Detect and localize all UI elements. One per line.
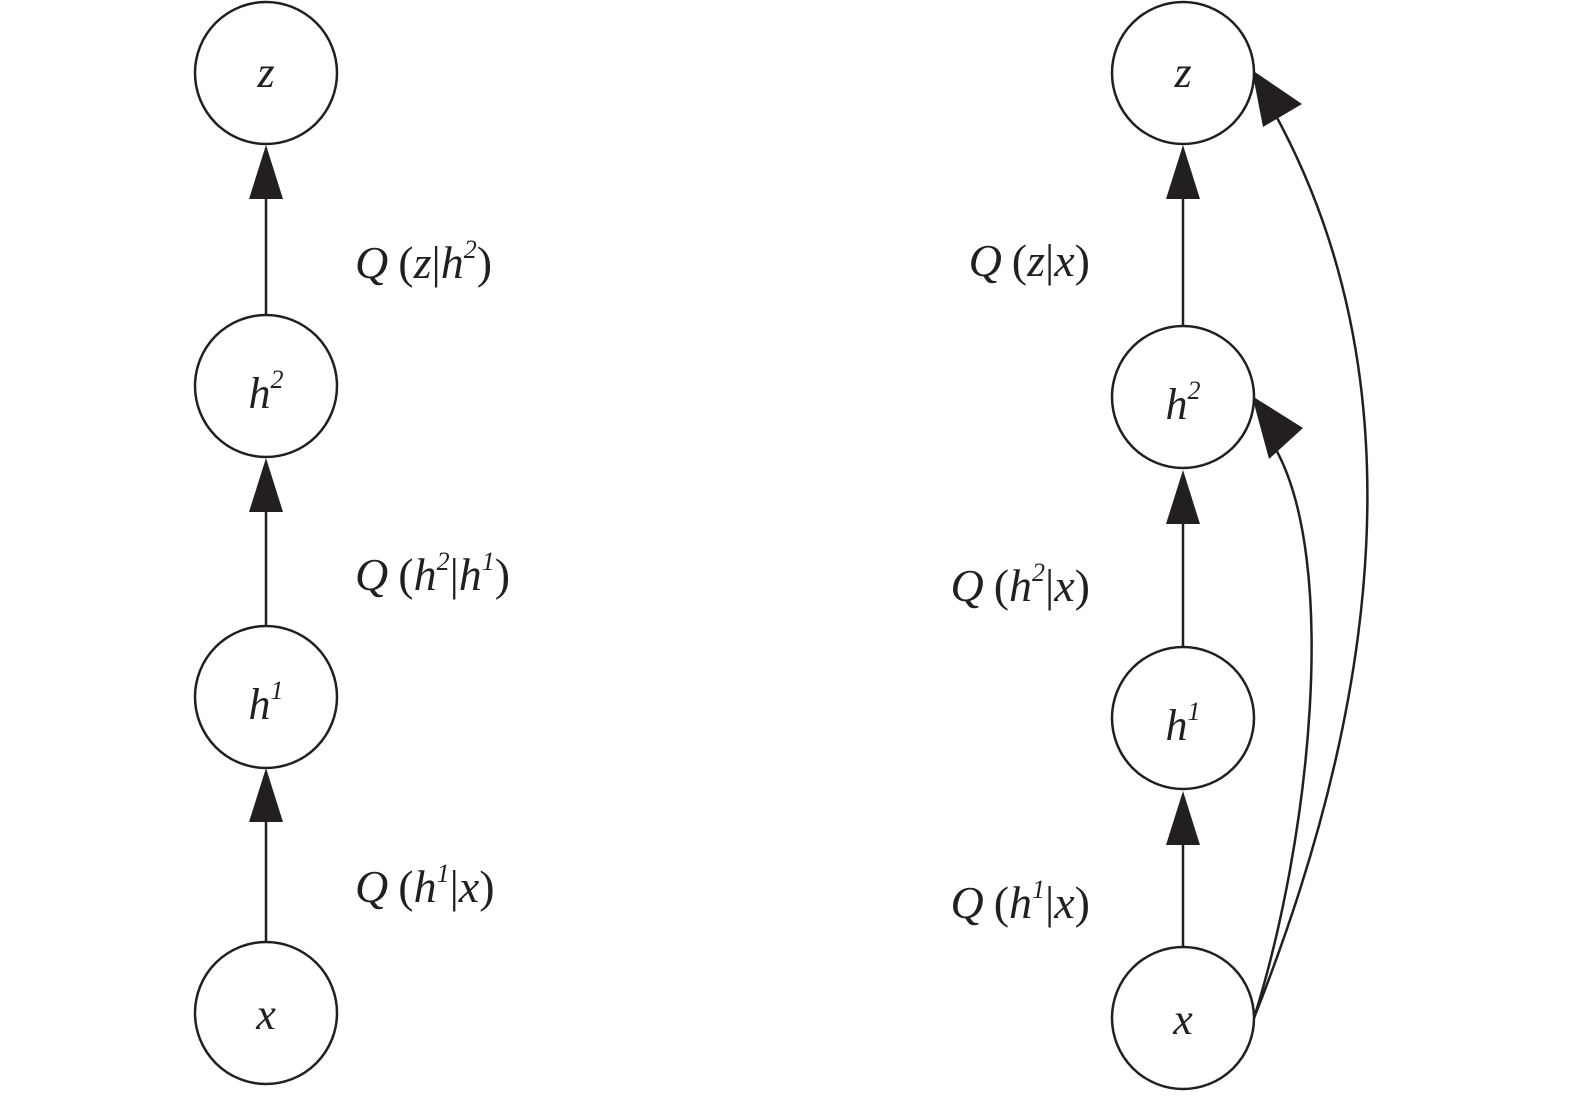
right-label-q-h2-given-x: Q(h2|x) — [950, 558, 1090, 611]
left-node-z: z — [193, 0, 339, 146]
left-label-q-h1-given-x: Q(h1|x) — [355, 859, 495, 912]
left-label-q-z-given-h2: Q(z|h2) — [355, 235, 492, 288]
right-label-q-h1-given-x: Q(h1|x) — [950, 875, 1090, 928]
left-arrowhead-h2 — [249, 458, 283, 512]
left-diagram: z h2 h1 x Q(z|h2) Q(h2|h1) Q(h1|x) — [193, 0, 510, 1086]
right-diagram: z h2 h1 x Q(z|x) Q(h2|x) Q(h1|x) — [950, 0, 1369, 1091]
left-node-h1-label: h1 — [249, 676, 284, 729]
left-node-h2-label: h2 — [249, 365, 284, 418]
left-arrowhead-h1 — [249, 768, 283, 822]
right-node-h2: h2 — [1110, 324, 1256, 470]
right-node-h1: h1 — [1110, 645, 1256, 791]
left-node-x-label: x — [255, 990, 276, 1039]
left-node-x: x — [193, 940, 339, 1086]
right-arrowhead-h1 — [1166, 791, 1200, 845]
right-node-x: x — [1110, 945, 1256, 1091]
left-label-q-h2-given-h1: Q(h2|h1) — [355, 547, 510, 600]
left-arrowhead-z — [249, 145, 283, 199]
right-arrowhead-h2 — [1166, 470, 1200, 524]
right-skip-edge-x-to-z — [1252, 113, 1369, 1019]
left-node-h1: h1 — [193, 624, 339, 770]
right-skip-arrowhead-z — [1252, 70, 1302, 127]
right-skip-arrowhead-h2 — [1252, 396, 1303, 459]
right-node-h1-label: h1 — [1166, 697, 1201, 750]
right-node-x-label: x — [1172, 995, 1193, 1044]
right-arrowhead-z — [1166, 145, 1200, 199]
right-skip-edge-x-to-h2 — [1252, 445, 1313, 1019]
right-node-z-label: z — [1173, 48, 1191, 97]
left-node-h2: h2 — [193, 313, 339, 459]
right-node-h2-label: h2 — [1166, 376, 1201, 429]
right-node-z: z — [1110, 0, 1256, 146]
left-node-z-label: z — [256, 48, 274, 97]
right-label-q-z-given-x: Q(z|x) — [969, 235, 1090, 286]
